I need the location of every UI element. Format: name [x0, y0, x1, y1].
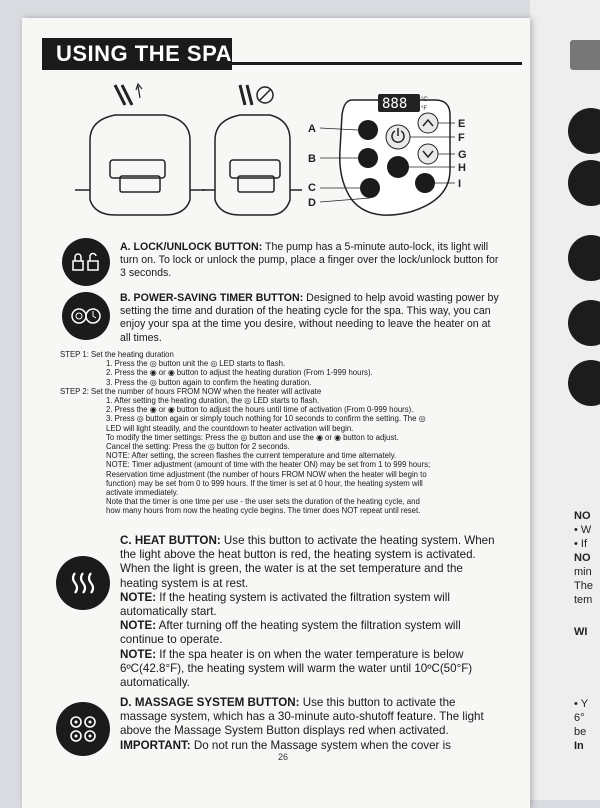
- panel-filter-button-icon: [387, 156, 409, 178]
- next-page-fragment: NO: [574, 552, 591, 564]
- panel-heat-button-icon: [360, 178, 380, 198]
- step-line: To modify the timer settings: Press the …: [106, 432, 399, 442]
- step-line: Cancel the setting: Press the ◎ button f…: [106, 442, 290, 452]
- step-line: STEP 1: Set the heating duration: [60, 350, 174, 359]
- svg-text:°F: °F: [421, 106, 427, 112]
- section-heat: C. HEAT BUTTON: Use this button to activ…: [120, 534, 495, 690]
- svg-text:°C: °C: [421, 97, 428, 103]
- step-line: Reservation time adjustment (the number …: [106, 469, 427, 479]
- control-panel-diagram: 888 °C °F: [339, 94, 451, 216]
- panel-up-button-icon: [417, 112, 439, 134]
- step-line: STEP 2: Set the number of hours FROM NOW…: [60, 386, 322, 396]
- power-saving-timer-icon: [62, 292, 110, 340]
- panel-timer-button-icon: [358, 148, 378, 168]
- step-line: NOTE: After setting, the screen flashes …: [106, 451, 397, 461]
- pump-diagram-right: [202, 84, 302, 216]
- label-d: D: [308, 197, 316, 209]
- section-lock-unlock: A. LOCK/UNLOCK BUTTON: The pump has a 5-…: [120, 241, 499, 280]
- label-c: C: [308, 182, 316, 194]
- step-line: how many hours from now the heating cycl…: [106, 506, 421, 516]
- next-page-fragment: min: [574, 566, 592, 578]
- next-page-up-icon: [568, 108, 600, 154]
- next-page-fragment: NO: [574, 510, 591, 522]
- lock-unlock-icon: [62, 238, 110, 286]
- panel-lock-button-icon: [358, 120, 378, 140]
- next-page-fragment: • W: [574, 524, 592, 536]
- step-line: 1. After setting the heating duration, t…: [106, 396, 320, 406]
- next-page-filter-icon: [568, 360, 600, 406]
- label-h: H: [458, 162, 466, 174]
- panel-down-button-icon: [417, 143, 439, 165]
- step-line: function) may be set from 0 to 999 hours…: [106, 478, 423, 488]
- next-page-down-icon: [568, 160, 600, 206]
- panel-callouts: [319, 122, 455, 203]
- label-f: F: [458, 132, 465, 144]
- next-page-fragment: WI: [574, 626, 588, 638]
- step-line: 1. Press the ◎ button unit the ◎ LED sta…: [106, 359, 286, 369]
- next-page-fragment: • Y: [574, 698, 589, 710]
- next-page-fragment: tem: [574, 594, 593, 606]
- step-line: LED will light steadily, and the countdo…: [106, 423, 354, 433]
- next-page-fragment: 6°: [574, 712, 585, 724]
- label-b: B: [308, 153, 316, 165]
- massage-icon: [56, 702, 110, 756]
- next-page-fragment: The: [574, 580, 593, 592]
- label-a: A: [308, 123, 316, 135]
- panel-display-digits: 888: [382, 96, 407, 112]
- next-page-thermometer-icon: [568, 300, 600, 346]
- pump-diagram-left: [75, 82, 205, 216]
- label-g: G: [458, 149, 467, 161]
- section-massage: D. MASSAGE SYSTEM BUTTON: Use this butto…: [120, 696, 484, 752]
- label-e: E: [458, 118, 465, 130]
- step-line: 3. Press the ◎ button again to confirm t…: [106, 377, 312, 387]
- step-line: 3. Press ◎ button again or simply touch …: [106, 414, 426, 424]
- next-page-fragment: • If: [574, 538, 588, 550]
- step-line: 2. Press the ◉ or ◉ button to adjust the…: [106, 405, 414, 415]
- step-line: activate immediately.: [106, 488, 179, 498]
- step-line: 2. Press the ◉ or ◉ button to adjust the…: [106, 368, 373, 378]
- step-line: NOTE: Timer adjustment (amount of time w…: [106, 460, 431, 470]
- title-underline: [232, 62, 522, 65]
- panel-massage-button-icon: [415, 173, 435, 193]
- next-page-fragment: In: [574, 740, 584, 752]
- spa-pump-illustration: 888 °C °F A B C D E F G H I: [75, 82, 467, 216]
- next-page-power-icon: [568, 235, 600, 281]
- page-number: 26: [278, 752, 289, 762]
- page-title: USING THE SPA: [42, 38, 232, 70]
- step-line: Note that the timer is one time per use …: [106, 497, 420, 507]
- label-i: I: [458, 178, 461, 190]
- next-page-title-tab: [570, 40, 600, 70]
- section-power-saving-timer: B. POWER-SAVING TIMER BUTTON: Designed t…: [120, 292, 499, 344]
- next-page-fragment: be: [574, 726, 587, 738]
- heat-icon: [56, 556, 110, 610]
